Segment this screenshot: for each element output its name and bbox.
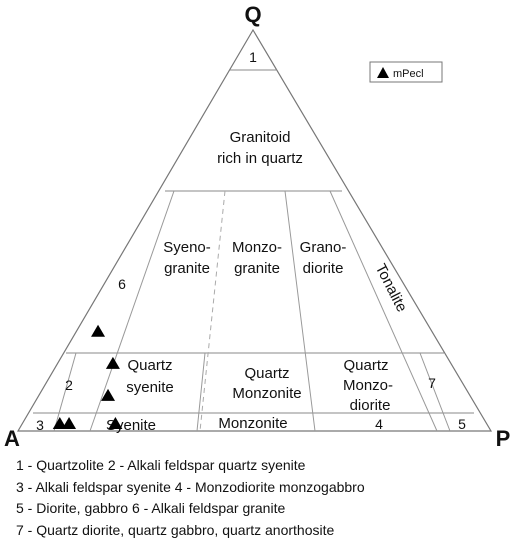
field-quartz-syenite-line1: Quartz — [127, 357, 172, 374]
sample-marker-3 — [101, 388, 116, 401]
field-tonalite: Tonalite — [372, 261, 411, 315]
field-granodiorite-line1: Grano- — [300, 239, 347, 256]
field-1: 1 — [249, 49, 257, 65]
caption-line-1: 1 - Quartzolite 2 - Alkali feldspar quar… — [16, 457, 306, 473]
field-granitoid-line1: Granitoid — [230, 129, 291, 146]
field-granodiorite-line2: diorite — [303, 260, 344, 277]
vertex-q: Q — [244, 2, 261, 27]
field-monzogranite-line2: granite — [234, 260, 280, 277]
vertex-a: A — [4, 426, 20, 451]
field-5: 5 — [458, 416, 466, 432]
sample-marker-4 — [52, 416, 67, 429]
field-quartz-monzonite-line2: Monzonite — [232, 385, 301, 402]
field-3: 3 — [36, 417, 44, 433]
legend-label: mPecl — [393, 68, 424, 80]
field-syenogranite-line2: granite — [164, 260, 210, 277]
field-4: 4 — [375, 416, 383, 432]
caption-line-4: 7 - Quartz diorite, quartz gabbro, quart… — [16, 521, 335, 538]
field-monzogranite-line1: Monzo- — [232, 239, 282, 256]
field-quartz-monzodiorite-line2: Monzo- — [343, 377, 393, 394]
field-2: 2 — [65, 377, 73, 393]
field-quartz-monzodiorite-line1: Quartz — [343, 357, 388, 374]
field-quartz-monzodiorite-line3: diorite — [350, 397, 391, 414]
boundary-p35 — [199, 190, 226, 432]
caption-line-3: 5 - Diorite, gabbro 6 - Alkali feldspar … — [16, 500, 286, 516]
field-quartz-monzonite-line1: Quartz — [244, 365, 289, 382]
caption: 1 - Quartzolite 2 - Alkali feldspar quar… — [16, 455, 511, 541]
field-quartz-syenite-line2: syenite — [126, 379, 174, 396]
sample-marker-2 — [105, 356, 120, 369]
field-7: 7 — [428, 375, 436, 391]
field-6: 6 — [118, 276, 126, 292]
sample-marker-5 — [62, 416, 77, 429]
caption-line-2: 3 - Alkali feldspar syenite 4 - Monzodio… — [16, 478, 365, 495]
boundary-p90-lower — [419, 352, 451, 432]
sample-markers — [52, 324, 123, 429]
field-syenite: Syenite — [106, 417, 156, 434]
vertex-p: P — [496, 426, 511, 451]
boundary-p65 — [284, 190, 316, 432]
sample-marker-6 — [108, 416, 123, 429]
boundary-p35-lower — [196, 352, 206, 432]
field-granitoid-line2: rich in quartz — [217, 150, 303, 167]
sample-marker-1 — [91, 324, 106, 337]
triangle-outline — [16, 28, 493, 432]
field-syenogranite-line1: Syeno- — [163, 239, 211, 256]
boundary-p90 — [329, 190, 438, 432]
field-monzonite: Monzonite — [218, 415, 287, 432]
boundary-a90 — [53, 352, 77, 432]
boundary-p10 — [89, 190, 175, 432]
legend-triangle-marker — [377, 67, 389, 78]
